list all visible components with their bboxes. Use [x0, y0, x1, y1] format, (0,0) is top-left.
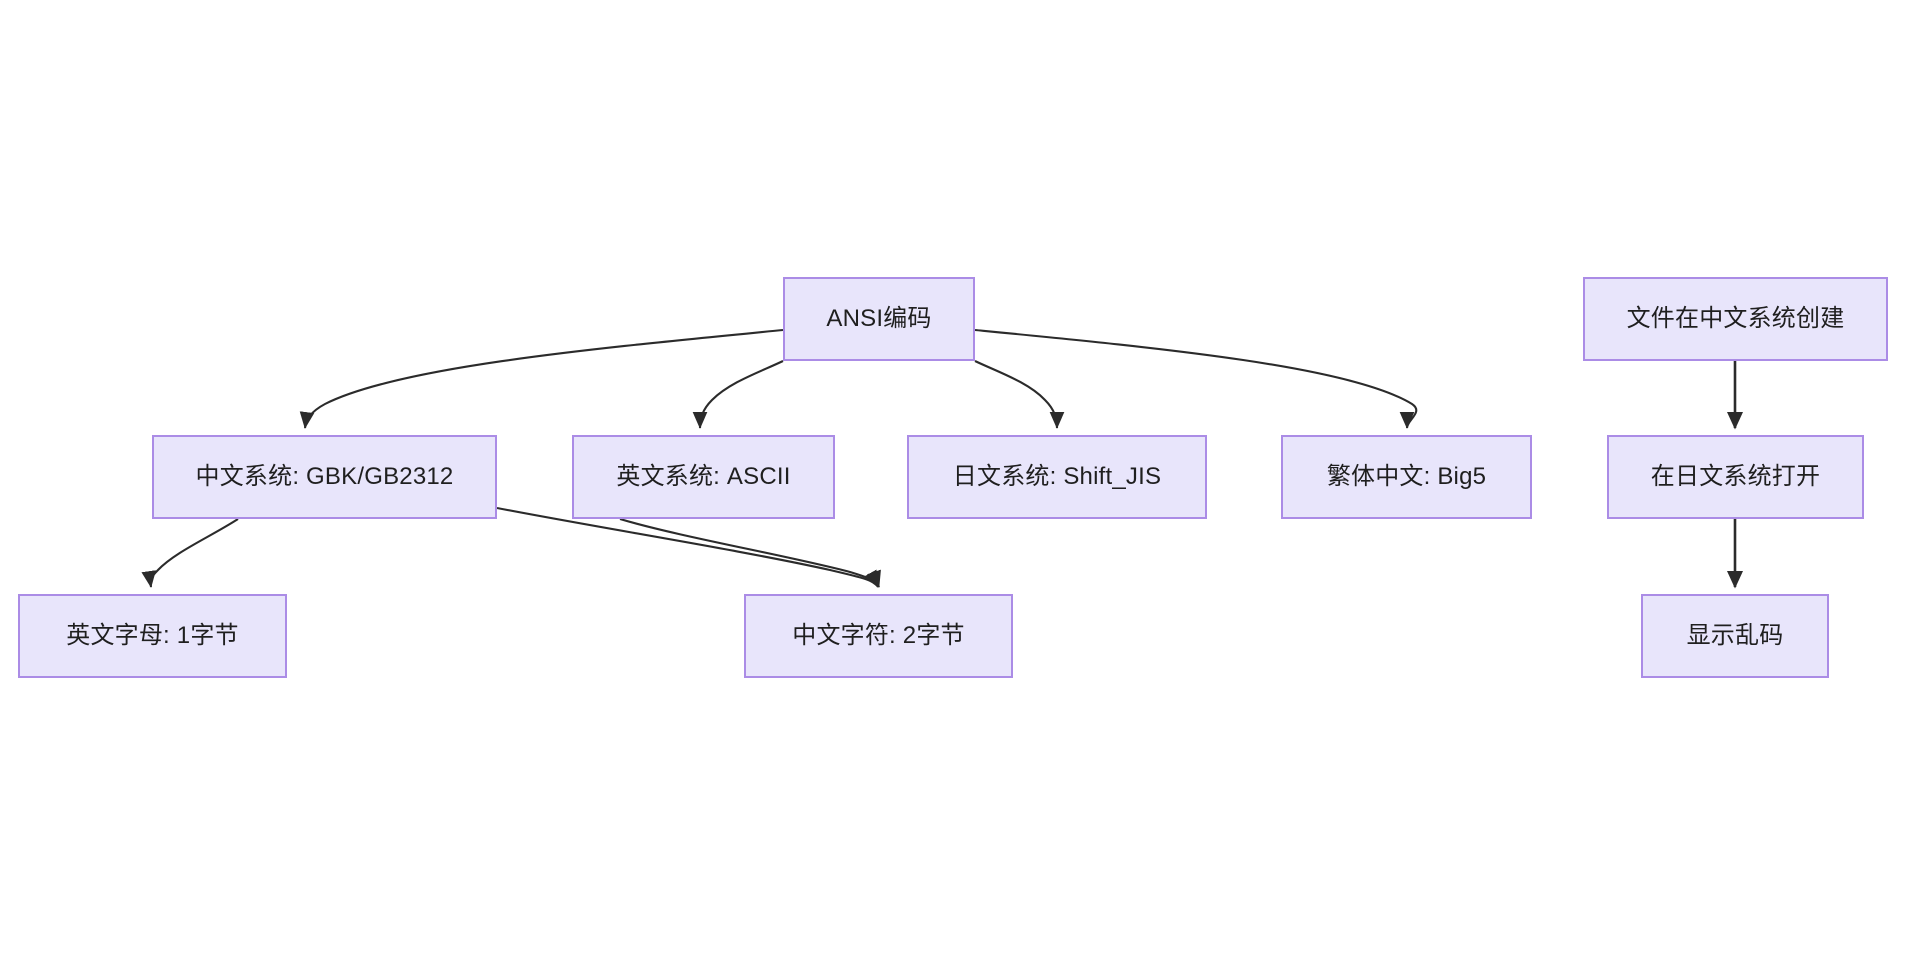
node-label: 英文字母: 1字节 [66, 621, 239, 649]
node-opened-on-japanese-system[interactable]: 在日文系统打开 [1607, 435, 1864, 519]
node-chinese-system[interactable]: 中文系统: GBK/GB2312 [152, 435, 497, 519]
edge-ansi-to-zhongwen [299, 328, 784, 429]
node-label: 日文系统: Shift_JIS [952, 462, 1162, 490]
node-english-letter-bytes[interactable]: 英文字母: 1字节 [18, 594, 287, 678]
node-label: 在日文系统打开 [1650, 462, 1821, 490]
node-traditional-chinese[interactable]: 繁体中文: Big5 [1281, 435, 1532, 519]
node-japanese-system[interactable]: 日文系统: Shift_JIS [907, 435, 1207, 519]
edge-ansi-to-riwen [974, 360, 1065, 429]
node-label: 英文系统: ASCII [616, 462, 791, 490]
edge-zhongwen-to-zifu [496, 506, 879, 588]
node-label: 中文系统: GBK/GB2312 [195, 462, 454, 490]
node-chinese-char-bytes[interactable]: 中文字符: 2字节 [744, 594, 1013, 678]
node-label: 显示乱码 [1686, 621, 1784, 649]
edge-ansi-to-yingwen [692, 360, 784, 429]
edge-zhongwen-to-zimu [141, 518, 239, 588]
node-garbled-text[interactable]: 显示乱码 [1641, 594, 1829, 678]
node-file-created-on-chinese-system[interactable]: 文件在中文系统创建 [1583, 277, 1888, 361]
edge-yingwen-to-zifu [619, 517, 881, 588]
edge-ansi-to-fanti [974, 328, 1418, 429]
node-label: 中文字符: 2字节 [792, 621, 965, 649]
node-label: 文件在中文系统创建 [1626, 304, 1845, 332]
node-english-system[interactable]: 英文系统: ASCII [572, 435, 835, 519]
node-label: 繁体中文: Big5 [1326, 462, 1487, 490]
node-label: ANSI编码 [826, 304, 932, 332]
node-ansi-encoding[interactable]: ANSI编码 [783, 277, 975, 361]
